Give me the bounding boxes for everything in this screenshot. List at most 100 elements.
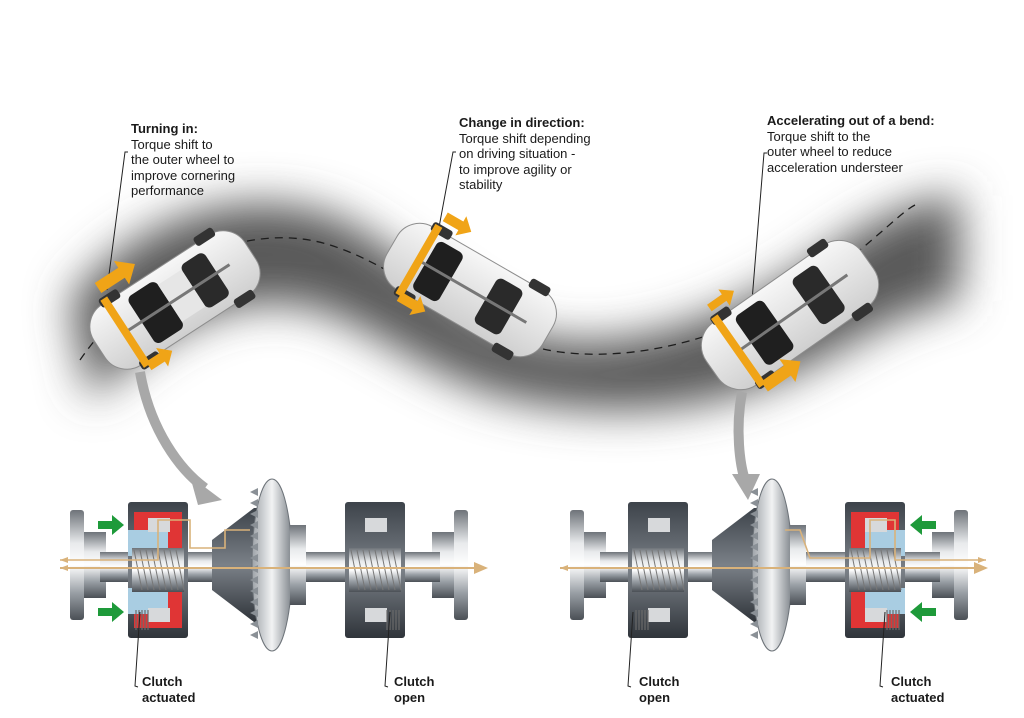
hydraulic-pressure-arrow [98,602,124,622]
ring-gear-tooth [250,609,258,617]
caption-body: Torque shift to the outer wheel to reduc… [767,128,903,175]
label-right-diff-left-clutch: Clutch open [639,674,680,705]
gear-tooth [669,549,679,591]
ring-gear-tooth [750,499,758,507]
gear-tooth [886,549,896,591]
ring-gear-tooth [750,554,758,562]
flange-left [570,510,584,620]
ring-gear-tooth [750,521,758,529]
gear-tooth [139,549,149,591]
ring-gear-tooth [750,587,758,595]
gear-tooth [368,549,378,591]
caption-title: Accelerating out of a bend: [767,113,935,128]
gear-tooth [651,549,661,591]
piston-bottom [648,608,670,622]
gear-tooth [663,549,673,591]
differential-left [60,478,488,652]
gear-tooth [392,549,402,591]
caption-body: Torque shift depending on driving situat… [459,130,591,193]
gear-tooth [645,549,655,591]
gear-tooth [151,549,161,591]
gear-tooth [639,549,649,591]
ring-gear-tooth [250,532,258,540]
torque-arrows [707,289,801,392]
gear-tooth [374,549,384,591]
torque-flow-arrowhead [560,565,568,571]
ring-gear-tooth [750,510,758,518]
pointer-arrow-right [733,391,750,482]
car-accelerating-out [700,238,880,392]
gear-tooth [880,549,890,591]
gear-tooth [175,549,185,591]
gear-tooth [874,549,884,591]
hydraulic-pressure-arrow [910,602,936,622]
gear-tooth [386,549,396,591]
piston-bottom [365,608,387,622]
label-left-diff-right-clutch: Clutch open [394,674,435,705]
helical-gear [349,548,401,592]
ring-gear-tooth [750,620,758,628]
car-turning-in [89,227,261,371]
clutch-pack-actuated [128,502,188,638]
torque-transfer-path [60,519,250,561]
pointer-arrowhead-right [732,474,760,500]
gear-tooth [163,549,173,591]
ring-gear-tooth [250,510,258,518]
pointer-arrowhead-left [190,476,222,505]
gear-tooth [657,549,667,591]
caption-change-direction: Change in direction: Torque shift depend… [459,115,591,193]
piston-top [648,518,670,532]
helical-gear [849,548,901,592]
ring-gear-tooth [250,521,258,529]
gear-tooth [862,549,872,591]
hydraulic-pressure-arrow [98,515,124,535]
bearing [790,525,806,605]
clutch-pack-open [628,502,688,638]
clutch-leaders [134,611,886,688]
gear-tooth [856,549,866,591]
car-change-direction [383,212,557,361]
torque-transfer-path [785,519,986,561]
ring-gear-tooth [750,543,758,551]
torque-flow-arrowhead [60,565,68,571]
piston-top [365,518,387,532]
caption-turning-in: Turning in: Torque shift to the outer wh… [131,121,235,199]
gear-tooth [157,549,167,591]
caption-accelerating-out: Accelerating out of a bend: Torque shift… [767,113,935,175]
ring-gear-tooth [250,499,258,507]
ring-gear-tooth [250,631,258,639]
gear-tooth [356,549,366,591]
label-right-diff-right-clutch: Clutch actuated [891,674,945,705]
clutch-pack-open [345,502,405,638]
ring-gear-tooth [250,488,258,496]
piston-bottom [148,608,170,622]
torque-transfer-arrowhead [60,557,68,563]
gear-tooth [362,549,372,591]
differential-right [560,478,988,652]
flange-left [70,510,84,620]
flange-right [454,510,468,620]
ring-gear-tooth [250,576,258,584]
ring-gear-tooth [750,609,758,617]
label-left-diff-left-clutch: Clutch actuated [142,674,196,705]
ring-gear-tooth [750,576,758,584]
gear-tooth [380,549,390,591]
ring-gear-tooth [250,587,258,595]
ring-gear-tooth [250,543,258,551]
torque-arrows [395,212,472,316]
piston-top [148,518,170,532]
flange-right [954,510,968,620]
piston-bottom [865,608,887,622]
differential-case [712,508,762,622]
ring-gear-tooth [250,554,258,562]
ring-gear-tooth [250,598,258,606]
gear-tooth [350,549,360,591]
torque-arrows [94,260,173,371]
gear-tooth [145,549,155,591]
caption-body: Torque shift to the outer wheel to impro… [131,136,236,199]
torque-transfer-arrowhead [978,557,986,563]
ring-gear-tooth [250,620,258,628]
caption-title: Turning in: [131,121,198,136]
ring-gear-tooth [750,598,758,606]
